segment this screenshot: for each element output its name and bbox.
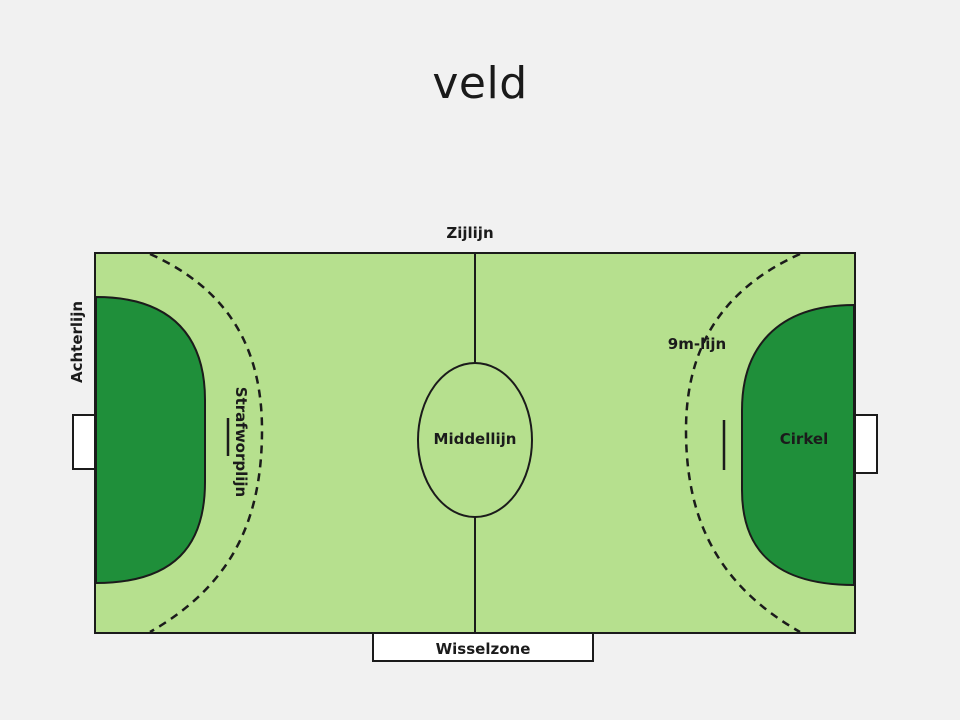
label-center: Middellijn	[434, 430, 517, 448]
slide-title: veld	[432, 58, 528, 109]
nine-meter-line-right	[684, 252, 801, 634]
goal-area-right	[741, 303, 855, 587]
label-penalty-line: Strafworplijn	[232, 387, 250, 497]
substitution-zone-box	[372, 632, 594, 662]
goal-left	[72, 414, 96, 470]
label-substitution-zone: Wisselzone	[436, 640, 531, 658]
goal-right	[854, 414, 878, 474]
label-goal-area: Cirkel	[780, 430, 828, 448]
nine-meter-line-left	[149, 252, 264, 634]
goal-area-left	[95, 295, 206, 585]
label-sideline: Zijlijn	[446, 224, 493, 242]
center-circle	[417, 362, 533, 518]
label-nine-meter-line: 9m-lijn	[668, 335, 726, 353]
label-goal-line: Achterlijn	[68, 301, 86, 383]
